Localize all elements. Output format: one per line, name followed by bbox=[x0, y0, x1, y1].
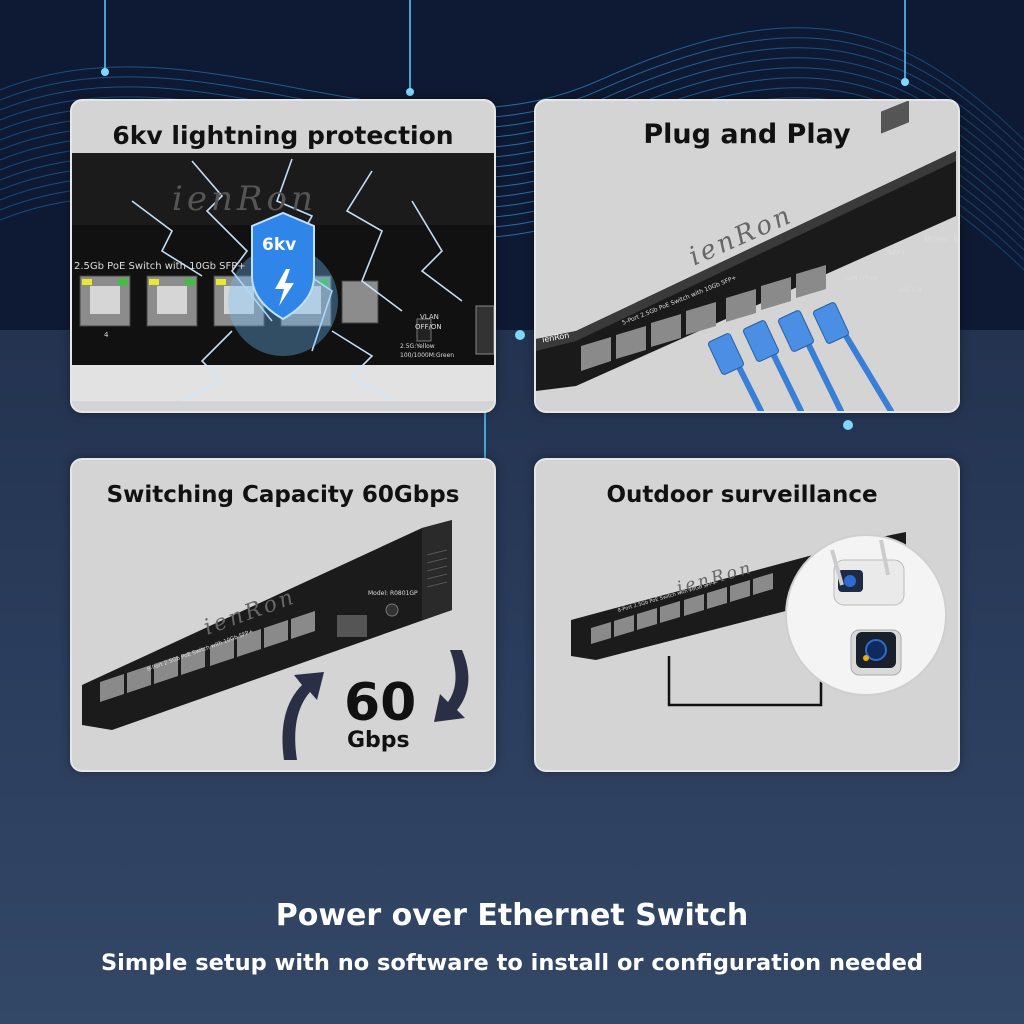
model-label: Model: R08 bbox=[924, 235, 959, 244]
port-number: 4 bbox=[104, 331, 109, 339]
led-legend-yellow: 2.5G:Yellow bbox=[400, 343, 435, 350]
panel-plug-and-play: Plug and Play ienRon ienRon 5-Port 2.5 bbox=[534, 99, 960, 413]
panel-switching-capacity: Switching Capacity 60Gbps ienRon 8-Port … bbox=[70, 458, 496, 772]
shield-icon bbox=[251, 211, 315, 321]
switch-with-camera-illustration bbox=[571, 532, 947, 707]
arrow-down-icon bbox=[434, 650, 469, 722]
arrow-up-icon bbox=[282, 672, 324, 760]
vlan-label: VLAN bbox=[420, 313, 439, 321]
footer-title: Power over Ethernet Switch bbox=[275, 898, 749, 933]
device-model-text: 2.5Gb PoE Switch with 10Gb SFP+ bbox=[74, 261, 246, 272]
footer-subtitle: Simple setup with no software to install… bbox=[100, 950, 924, 976]
capacity-value: 60 bbox=[344, 673, 417, 733]
brand-logo: ienRon bbox=[172, 179, 317, 219]
model-label: Model: R0801GP bbox=[368, 590, 418, 597]
capacity-unit: Gbps bbox=[347, 728, 410, 753]
vlan-state: OFF/ON bbox=[415, 323, 442, 331]
panel-outdoor-surveillance: Outdoor surveillance ienRon 8-Port 2.5Gb… bbox=[534, 458, 960, 772]
panel-title: 6kv lightning protection bbox=[112, 121, 454, 150]
panel-title: Outdoor surveillance bbox=[606, 482, 878, 508]
camera-circle bbox=[785, 534, 947, 696]
panel-title: Plug and Play bbox=[643, 119, 851, 150]
panel-lightning-protection: 6kv lightning protection bbox=[70, 99, 496, 413]
switch-closeup-illustration bbox=[72, 153, 494, 402]
panel-title: Switching Capacity 60Gbps bbox=[106, 482, 460, 508]
shield-label: 6kv bbox=[262, 235, 297, 255]
switch-with-cables-illustration bbox=[536, 101, 956, 411]
switch-capacity-illustration bbox=[82, 520, 469, 760]
sfp-sub-label: 10G F/X bbox=[898, 287, 922, 294]
lightning-icon bbox=[275, 269, 294, 306]
led-legend-green: 100/1000M:Green bbox=[400, 352, 455, 359]
vlan-label: VLAN OFF/ON bbox=[844, 276, 879, 282]
sfp-label: SFP+ bbox=[888, 249, 907, 257]
